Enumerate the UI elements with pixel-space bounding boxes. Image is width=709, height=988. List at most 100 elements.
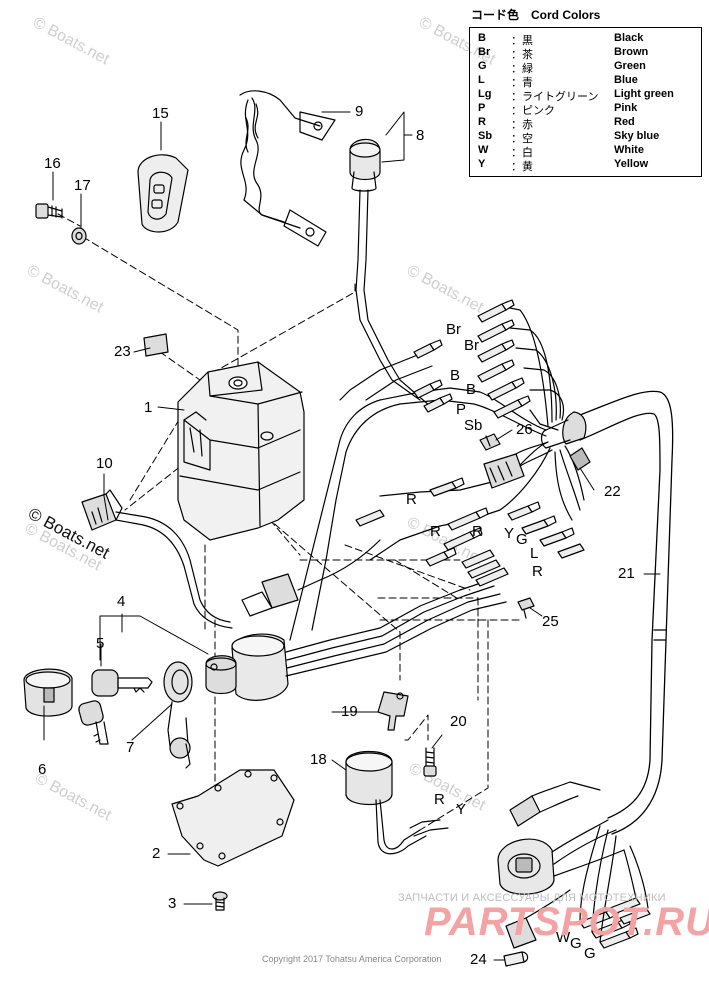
legend-en: Red [614,116,635,128]
wire-label-b: B [466,381,477,398]
wire-label-br: Br [464,337,479,354]
stop-switch [349,138,431,407]
lanyard-cord [239,90,336,247]
terminals-middle [355,477,585,587]
callout-2: 2 [152,845,161,862]
washer-17 [71,227,87,245]
wire-label-r: R [472,523,483,540]
main-switch [205,579,507,701]
callout-25: 25 [542,613,559,630]
legend-en: Sky blue [614,130,660,142]
callout-3: 3 [168,895,177,912]
key-5 [78,669,153,745]
legend-en: Blue [614,74,638,86]
wire-label-p: P [456,401,467,418]
wire-label-g: G [570,935,582,952]
holder-6 [23,668,73,717]
wire-label-l: L [530,545,539,562]
bracket-19 [377,691,409,731]
legend-jp: ：ライトグリーン [511,91,599,103]
clamp-26 [479,433,501,451]
legend-jp: ：空 [511,133,533,145]
legend-jp: ：青 [511,77,533,89]
callout-24: 24 [470,951,487,968]
wire-label-y: Y [456,801,467,818]
callout-21: 21 [618,565,635,582]
leader-lines [57,213,521,861]
legend-en: Yellow [614,158,649,170]
shop-text: ЗАПЧАСТИ И АКСЕССУАРЫ ДЛЯ МОТОТЕХНИКИ [398,892,666,904]
terminals-bottom [505,889,651,949]
callout-23: 23 [114,343,131,360]
callout-22: 22 [604,483,621,500]
wire-label-y: Y [504,525,515,542]
callout-18: 18 [310,751,327,768]
connector-small [241,539,381,617]
callout-5: 5 [96,635,105,652]
callout-17: 17 [74,177,91,194]
bolt-20 [423,747,437,777]
cap-7 [163,661,193,769]
shop-logo: PARTSPOT.RU [424,900,709,944]
wire-label-r: R [532,563,543,580]
wire-label-b: B [450,367,461,384]
cord-color-legend: B ：黒 Black Br ：茶 Brown G ：緑 Green L ：青 B… [469,27,702,177]
terminals-top [413,299,531,419]
legend-en: Pink [614,102,638,114]
bullet-24 [503,951,529,967]
bottom-wires [579,825,649,943]
part-22 [569,447,591,471]
copyright-text: Copyright 2017 Tohatsu America Corporati… [262,954,442,964]
legend-jp: ：緑 [511,63,533,75]
legend-en: White [614,144,644,156]
fastener-25 [517,597,535,619]
legend-jp: ：ピンク [511,105,555,117]
legend-jp: ：黒 [511,35,533,47]
legend-code: Y [478,158,486,170]
legend-code: Sb [478,130,493,142]
callout-6: 6 [38,761,47,778]
screw-3 [212,891,228,911]
legend-code: Br [478,46,491,58]
callout-16: 16 [44,155,61,172]
legend-en: Green [614,60,646,72]
legend-en: Black [614,32,644,44]
bolt-16 [35,203,63,219]
gasket-15 [137,154,189,233]
legend-code: G [478,60,487,72]
legend-jp: ：白 [511,147,533,159]
callout-26: 26 [516,421,533,438]
lower-connector [497,781,625,895]
wire-label-g: G [584,945,596,962]
legend-jp: ：赤 [511,119,533,131]
legend-en: Brown [614,46,649,58]
legend-code: Lg [478,88,492,100]
buzzer-18 [345,751,449,855]
plate-2 [171,769,295,867]
legend-jp: ：茶 [511,49,533,61]
legend-jp: ：黄 [511,161,533,173]
connector-10 [81,489,233,629]
coupler [483,441,553,489]
wire-label-r: R [430,523,441,540]
wire-label-sb: Sb [464,417,483,434]
legend-code: P [478,102,486,114]
legend-title: コード色 Cord Colors [471,8,601,22]
wire-label-r: R [434,791,445,808]
legend-code: R [478,116,486,128]
callout-1: 1 [144,399,153,416]
callout-4: 4 [117,593,126,610]
harness-21 [540,390,674,835]
callout-8: 8 [416,127,425,144]
legend-code: W [478,144,489,156]
callout-leaders [43,111,661,961]
legend-code: B [478,32,486,44]
legend-en: Light green [614,88,674,100]
callout-7: 7 [126,739,135,756]
callout-19: 19 [341,703,358,720]
label-23 [143,333,169,357]
callout-20: 20 [450,713,467,730]
control-box [177,361,305,541]
